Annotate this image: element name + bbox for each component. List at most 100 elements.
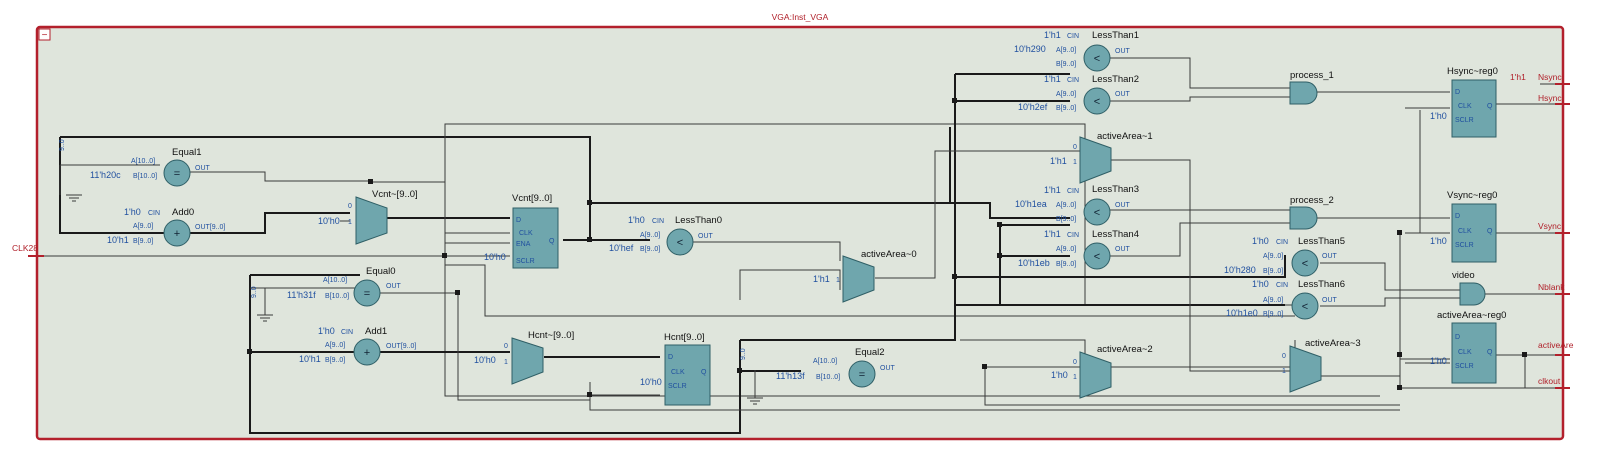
port-activearea[interactable]: activeAre	[1538, 340, 1574, 356]
svg-text:OUT[9..0]: OUT[9..0]	[386, 343, 416, 350]
bus-tap-label: 9..0	[251, 286, 258, 298]
svg-text:LessThan2: LessThan2	[1092, 74, 1139, 85]
svg-text:0: 0	[1282, 353, 1286, 360]
svg-text:11'h13f: 11'h13f	[776, 371, 805, 381]
svg-text:B[9..0]: B[9..0]	[1263, 311, 1283, 318]
svg-text:activeArea~2: activeArea~2	[1097, 344, 1153, 355]
svg-text:0: 0	[1073, 144, 1077, 151]
mux-activearea0[interactable]: activeArea~0 1 1'h1	[813, 249, 917, 303]
svg-text:Q: Q	[701, 369, 707, 376]
comparator-lessthan3[interactable]: < LessThan3 1'h1 CIN 10'h1ea A[9..0] B[9…	[1015, 184, 1139, 226]
svg-text:1'h0: 1'h0	[318, 326, 335, 336]
svg-text:1'h1: 1'h1	[1050, 156, 1067, 166]
svg-text:<: <	[1302, 258, 1308, 270]
svg-text:B[9..0]: B[9..0]	[133, 238, 153, 245]
register-vcnt[interactable]: Vcnt[9..0] D CLK ENA SCLR Q 10'h0	[484, 193, 559, 269]
svg-text:OUT: OUT	[195, 165, 211, 172]
comparator-lessthan6[interactable]: < LessThan6 1'h0 CIN A[9..0] 10'h1e0 B[9…	[1226, 279, 1345, 320]
comparator-equal2[interactable]: = Equal2 A[10..0] 11'h13f B[10..0] OUT	[776, 347, 896, 388]
svg-text:B[9..0]: B[9..0]	[1056, 61, 1076, 68]
mux-activearea3[interactable]: activeArea~3 0 1	[1282, 338, 1361, 393]
svg-text:LessThan5: LessThan5	[1298, 236, 1345, 247]
mux-activearea2[interactable]: activeArea~2 0 1 1'h0	[1051, 344, 1153, 399]
collapse-icon: −	[42, 30, 48, 41]
svg-text:CIN: CIN	[1276, 282, 1288, 289]
svg-text:Q: Q	[549, 238, 555, 245]
comparator-lessthan2[interactable]: < LessThan2 1'h1 CIN A[9..0] 10'h2ef B[9…	[1018, 74, 1139, 115]
svg-text:SCLR: SCLR	[516, 258, 535, 265]
port-nblank[interactable]: Nblank	[1538, 282, 1570, 295]
gate-video[interactable]: video	[1452, 270, 1486, 306]
adder-add0[interactable]: + Add0 1'h0 CIN A[9..0] 10'h1 B[9..0] OU…	[107, 207, 225, 247]
comparator-lessthan0[interactable]: < LessThan0 1'h0 CIN A[9..0] 10'hef B[9.…	[609, 215, 722, 256]
svg-text:<: <	[677, 237, 683, 249]
svg-text:OUT: OUT	[880, 365, 896, 372]
svg-text:A[9..0]: A[9..0]	[1056, 91, 1076, 98]
svg-text:<: <	[1094, 207, 1100, 219]
svg-text:LessThan3: LessThan3	[1092, 184, 1139, 195]
module-title: VGA:Inst_VGA	[772, 12, 829, 22]
adder-add1[interactable]: + Add1 1'h0 CIN A[9..0] 10'h1 B[9..0] OU…	[299, 326, 416, 366]
mux-hcnt[interactable]: Hcnt~[9..0] 0 1 10'h0	[474, 330, 574, 385]
gate-process2[interactable]: process_2	[1289, 195, 1334, 230]
svg-text:B[9..0]: B[9..0]	[640, 246, 660, 253]
port-clk28[interactable]: CLK28	[12, 243, 44, 257]
comparator-lessthan4[interactable]: < LessThan4 1'h1 CIN A[9..0] 10'h1eb B[9…	[1018, 229, 1139, 270]
register-vsync[interactable]: Vsync~reg0 D CLK SCLR Q 1'h0	[1430, 190, 1497, 263]
svg-text:OUT: OUT	[698, 233, 714, 240]
comparator-equal1[interactable]: = Equal1 A[10..0] 11'h20c B[10..0] OUT	[90, 147, 211, 187]
port-vsync[interactable]: Vsync	[1538, 221, 1570, 234]
comparator-lessthan5[interactable]: < LessThan5 1'h0 CIN A[9..0] 10'h280 B[9…	[1224, 236, 1345, 277]
svg-text:0: 0	[1073, 359, 1077, 366]
svg-text:A[9..0]: A[9..0]	[1056, 202, 1076, 209]
svg-text:OUT: OUT	[1115, 48, 1131, 55]
svg-text:1'h0: 1'h0	[1430, 111, 1447, 121]
svg-text:0: 0	[504, 343, 508, 350]
svg-text:=: =	[174, 168, 180, 180]
svg-text:D: D	[1455, 334, 1460, 341]
svg-text:Hsync: Hsync	[1538, 93, 1562, 103]
mux-vcnt[interactable]: Vcnt~[9..0] 0 1 10'h0	[318, 189, 418, 245]
svg-text:Q: Q	[1487, 103, 1493, 110]
svg-text:10'h2ef: 10'h2ef	[1018, 102, 1048, 112]
svg-text:LessThan6: LessThan6	[1298, 279, 1345, 290]
svg-text:LessThan1: LessThan1	[1092, 30, 1139, 41]
svg-text:OUT: OUT	[1115, 202, 1131, 209]
port-nsync[interactable]: 1'h1 Nsync	[1510, 72, 1570, 85]
port-hsync[interactable]: Hsync	[1538, 93, 1570, 105]
svg-text:activeArea~reg0: activeArea~reg0	[1437, 310, 1506, 321]
svg-text:10'h0: 10'h0	[474, 355, 496, 365]
svg-text:1: 1	[836, 277, 840, 284]
collapse-button[interactable]: −	[38, 28, 51, 41]
port-clkout[interactable]: clkout	[1538, 376, 1570, 389]
svg-text:CLK28: CLK28	[12, 243, 38, 253]
svg-text:10'h1: 10'h1	[107, 235, 129, 245]
comparator-lessthan1[interactable]: < LessThan1 1'h1 CIN 10'h290 A[9..0] B[9…	[1014, 30, 1139, 72]
comparator-equal0[interactable]: = Equal0 A[10..0] 11'h31f B[10..0] OUT	[287, 266, 402, 307]
svg-text:activeArea~1: activeArea~1	[1097, 131, 1153, 142]
svg-text:Vcnt[9..0]: Vcnt[9..0]	[512, 193, 552, 204]
nsync-const: 1'h1	[1510, 72, 1526, 82]
svg-text:B[9..0]: B[9..0]	[1056, 105, 1076, 112]
svg-text:Nsync: Nsync	[1538, 72, 1562, 82]
register-hcnt[interactable]: Hcnt[9..0] D CLK SCLR Q 10'h0	[640, 332, 711, 406]
svg-text:A[9..0]: A[9..0]	[133, 223, 153, 230]
svg-text:SCLR: SCLR	[1455, 363, 1474, 370]
svg-text:activeArea~0: activeArea~0	[861, 249, 917, 260]
svg-text:Nblank: Nblank	[1538, 282, 1565, 292]
svg-text:1'h0: 1'h0	[1252, 236, 1269, 246]
svg-text:10'hef: 10'hef	[609, 243, 634, 253]
register-hsync[interactable]: Hsync~reg0 D CLK SCLR Q 1'h0	[1430, 66, 1498, 138]
svg-text:SCLR: SCLR	[668, 383, 687, 390]
svg-text:1'h0: 1'h0	[1252, 279, 1269, 289]
svg-text:Vsync: Vsync	[1538, 221, 1562, 231]
mux-activearea1[interactable]: activeArea~1 0 1 1'h1	[1050, 131, 1153, 184]
svg-text:10'h1e0: 10'h1e0	[1226, 308, 1258, 318]
svg-text:Q: Q	[1487, 349, 1493, 356]
register-activearea[interactable]: activeArea~reg0 D CLK SCLR Q 1'h0	[1430, 310, 1506, 384]
svg-text:B[9..0]: B[9..0]	[1056, 216, 1076, 223]
svg-text:A[9..0]: A[9..0]	[325, 342, 345, 349]
gate-process1[interactable]: process_1	[1289, 70, 1334, 105]
svg-text:1: 1	[504, 359, 508, 366]
